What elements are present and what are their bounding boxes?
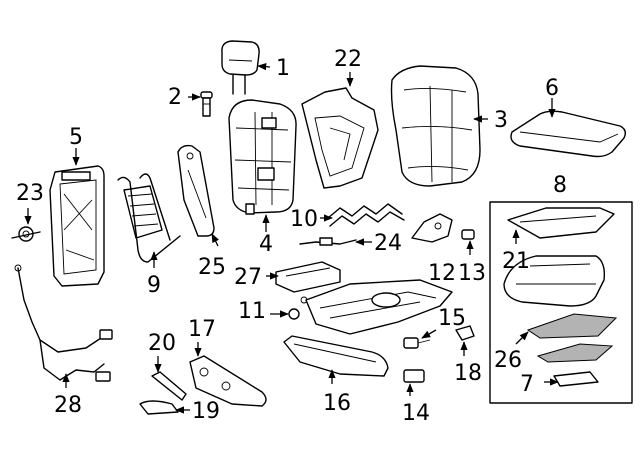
part-back-panel: [301, 87, 379, 189]
part-bracket-12: [411, 213, 453, 243]
callout-12: 12: [428, 261, 456, 286]
part-trim-17: [189, 355, 267, 407]
callout-8: 8: [553, 173, 567, 198]
callout-13: 13: [458, 261, 486, 286]
leader-lines: [24, 63, 559, 414]
part-box-8: [489, 201, 633, 404]
part-side-panel: [177, 144, 215, 237]
callout-19: 19: [192, 399, 220, 424]
part-module-14: [403, 369, 425, 383]
part-clip-18: [455, 325, 475, 341]
part-connector-24: [299, 237, 357, 246]
callout-20: 20: [148, 331, 176, 356]
callout-17: 17: [188, 317, 216, 342]
part-spring: [327, 203, 405, 227]
callout-22: 22: [334, 47, 362, 72]
callout-1: 1: [276, 56, 290, 81]
part-seat-back-frame: [49, 165, 105, 287]
part-handle-20: [151, 371, 187, 401]
part-clip-13: [461, 229, 475, 240]
part-control-panel: [275, 261, 341, 304]
part-switch-15: [403, 337, 431, 349]
callout-28: 28: [54, 393, 82, 418]
callout-10: 10: [290, 207, 318, 232]
part-side-shield: [283, 335, 389, 377]
callout-6: 6: [545, 76, 559, 101]
callout-9: 9: [147, 273, 161, 298]
callout-7: 7: [520, 372, 534, 397]
callout-5: 5: [69, 125, 83, 150]
callout-3: 3: [494, 108, 508, 133]
inset-box: [489, 201, 633, 404]
callout-4: 4: [259, 232, 273, 257]
part-seat-back-cover: [390, 65, 481, 187]
part-headrest: [221, 40, 260, 95]
callout-21: 21: [502, 249, 530, 274]
callout-24: 24: [374, 231, 402, 256]
part-seat-adjuster: [288, 279, 453, 335]
callout-27: 27: [234, 265, 262, 290]
callout-23: 23: [16, 181, 44, 206]
callout-2: 2: [168, 85, 182, 110]
callout-11: 11: [238, 299, 266, 324]
callout-25: 25: [198, 255, 226, 280]
callout-14: 14: [402, 401, 430, 426]
part-handle-19: [139, 400, 179, 415]
part-seat-back-pad: [228, 99, 297, 215]
part-sensor: [11, 226, 41, 242]
part-cushion-pad: [510, 110, 627, 158]
callout-18: 18: [454, 361, 482, 386]
callout-16: 16: [323, 391, 351, 416]
callout-26: 26: [494, 348, 522, 373]
part-headrest-guide: [200, 91, 213, 117]
part-suspension-mat: [117, 173, 181, 263]
callout-15: 15: [438, 306, 466, 331]
